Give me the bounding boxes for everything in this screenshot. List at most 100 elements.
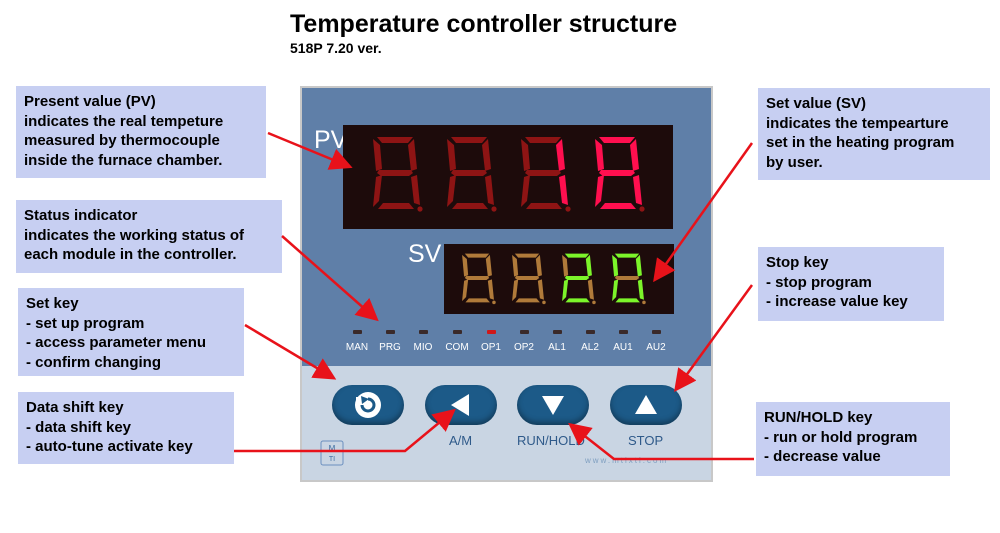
segment-c [487,279,494,300]
segment-e [512,279,519,302]
segment-f [447,139,456,171]
am-key-label: A/M [449,433,473,448]
decimal-point [565,206,571,212]
segment-b [408,139,417,171]
led-al2: AL2 [573,330,607,353]
pv-display [343,125,673,229]
decimal-point [417,206,423,212]
segment-c [485,175,494,205]
segment-d [615,298,640,303]
segment-e [595,175,604,207]
callout-run-hold-key: RUN/HOLD key- run or hold program- decre… [756,402,950,476]
led-mio: MIO [406,330,440,353]
stop-key[interactable] [610,385,682,425]
callout-set-key: Set key- set up program- access paramete… [18,288,244,376]
pv-digit-2 [447,137,497,212]
decimal-point [542,300,546,305]
led-man: MAN [340,330,374,353]
diagram-subtitle: 518P 7.20 ver. [290,40,382,56]
decimal-point [492,300,496,305]
decimal-point [592,300,596,305]
segment-b [485,254,492,277]
led-al1: AL1 [540,330,574,353]
pv-digit-3 [521,137,571,212]
sv-digit-3 [562,253,596,305]
segment-f [512,254,519,277]
segment-b [482,139,491,171]
segment-a [464,253,490,258]
segment-a [451,137,487,143]
triangle-up-icon [635,395,657,414]
segment-f [373,139,382,171]
segment-a [564,253,590,258]
mti-logo-icon: M TI [320,440,344,466]
triangle-down-icon [542,396,564,415]
decimal-point [491,206,497,212]
pv-digit-4 [595,137,645,212]
sv-digit-4 [612,253,646,305]
segment-g [599,170,635,176]
pv-digit-1 [373,137,423,212]
diagram-title: Temperature controller structure [290,10,678,38]
run-hold-key[interactable] [517,385,589,425]
segment-d [515,298,540,303]
segment-b [585,254,592,277]
led-au2: AU2 [639,330,673,353]
segment-b [556,139,565,171]
segment-g [377,170,413,176]
led-op2: OP2 [507,330,541,353]
segment-f [562,254,569,277]
segment-g [464,275,490,281]
segment-a [525,137,561,143]
run-hold-key-label: RUN/HOLD [517,433,585,448]
data-shift-key[interactable] [425,385,497,425]
segment-c [559,175,568,205]
callout-present-value: Present value (PV)indicates the real tem… [16,86,266,178]
callout-data-shift-key: Data shift key- data shift key- auto-tun… [18,392,234,464]
segment-c [411,175,420,205]
segment-g [525,170,561,176]
refresh-icon [355,392,381,418]
decimal-point [642,300,646,305]
segment-f [521,139,530,171]
segment-g [514,275,540,281]
sv-label: SV [408,240,442,268]
segment-e [462,279,469,302]
segment-b [535,254,542,277]
segment-a [514,253,540,258]
segment-g [451,170,487,176]
segment-e [373,175,382,207]
callout-stop-key: Stop key- stop program- increase value k… [758,247,944,321]
set-key[interactable] [332,385,404,425]
segment-d [600,203,636,209]
svg-text:M: M [329,444,336,453]
segment-e [562,279,569,302]
segment-c [537,279,544,300]
segment-e [612,279,619,302]
segment-c [587,279,594,300]
segment-c [637,279,644,300]
segment-f [612,254,619,277]
segment-a [599,137,635,143]
segment-g [614,275,640,281]
segment-b [630,139,639,171]
segment-e [521,175,530,207]
svg-text:TI: TI [329,456,335,463]
segment-f [595,139,604,171]
segment-e [447,175,456,207]
stop-key-label: STOP [628,433,664,448]
segment-d [465,298,490,303]
led-com: COM [440,330,474,353]
segment-a [614,253,640,258]
segment-d [526,203,562,209]
sv-digit-1 [462,253,496,305]
sv-digit-2 [512,253,546,305]
led-prg: PRG [373,330,407,353]
led-op1: OP1 [474,330,508,353]
segment-f [462,254,469,277]
sv-display [444,244,674,314]
segment-a [377,137,413,143]
manufacturer-url: www.mtixtl.com [585,456,669,465]
